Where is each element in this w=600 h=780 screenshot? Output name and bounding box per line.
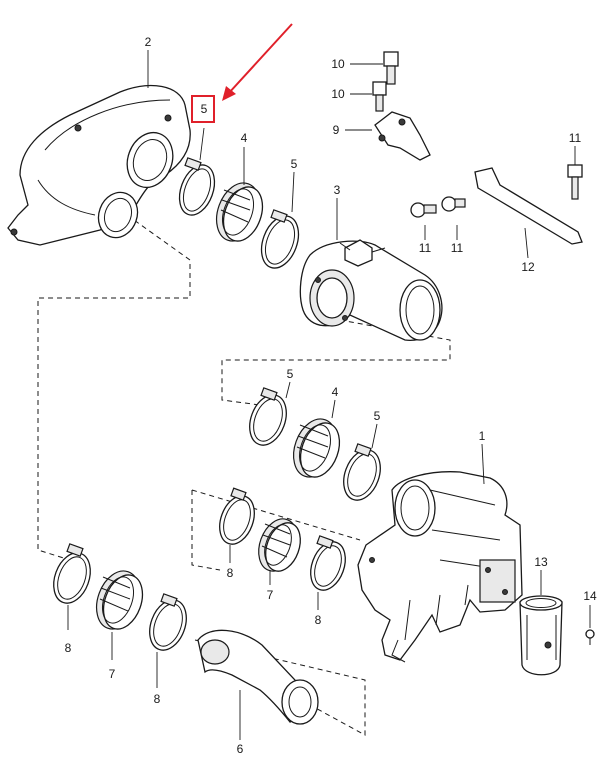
callout-8-inner-right: 8	[315, 613, 322, 627]
bolts-part-11-left	[410, 196, 466, 240]
highlight-box	[191, 95, 215, 123]
hose-clamp-part-8-inner-right	[310, 535, 346, 610]
callout-14: 14	[583, 589, 597, 603]
callout-8-inner-left: 8	[227, 566, 234, 580]
callout-13: 13	[534, 555, 548, 569]
callout-3: 3	[334, 183, 341, 197]
hose-clamp-part-8-lower-right	[149, 593, 187, 688]
callout-8-lower-right: 8	[154, 692, 161, 706]
coupling-part-4-row2	[292, 399, 341, 478]
callout-2: 2	[145, 35, 152, 49]
callout-11-mid: 11	[451, 241, 464, 255]
assembly-dashed-lines	[37, 209, 451, 736]
bolts-part-10	[350, 51, 399, 112]
callout-11-left: 11	[419, 241, 432, 255]
callout-4-upper: 4	[241, 131, 248, 145]
callout-11-right: 11	[569, 131, 582, 145]
callout-5-row2-right: 5	[374, 409, 381, 423]
callout-10-bottom: 10	[331, 87, 345, 101]
hose-clamp-part-5-mid	[260, 171, 300, 269]
callout-7-lower: 7	[109, 667, 116, 681]
strip-bracket-part-12	[474, 167, 583, 259]
hose-clamp-part-5-row2-right	[343, 423, 381, 501]
bracket-part-9	[345, 111, 431, 161]
coupling-part-4-upper	[215, 147, 264, 242]
highlight-arrow-line	[227, 23, 293, 95]
hose-clamp-part-8-lower-left	[53, 543, 91, 630]
callout-6: 6	[237, 742, 244, 756]
callout-1: 1	[479, 429, 486, 443]
highlight-annotation	[191, 23, 293, 123]
callout-5-highlighted: 5	[201, 102, 208, 116]
callout-7-inner: 7	[267, 588, 274, 602]
throttle-body-part-3	[299, 198, 443, 341]
hose-clamp-part-8-inner-left	[219, 487, 255, 563]
intake-manifold-part-1	[357, 443, 523, 663]
intake-duct-part-2	[7, 50, 191, 246]
callout-12: 12	[521, 260, 535, 274]
hose-clamp-part-5-upper	[178, 127, 216, 216]
screw-part-14	[585, 605, 595, 645]
coupling-part-7-inner	[258, 518, 301, 585]
callout-labels: 2 5 4 5 3 10 10 9 11 11 11 12 5 4 5 1 8 …	[65, 35, 597, 756]
callout-5-upper: 5	[291, 157, 298, 171]
coupling-part-7-lower	[95, 570, 144, 660]
highlight-arrow-head	[222, 86, 236, 101]
callout-5-row2-left: 5	[287, 367, 294, 381]
elbow-hose-part-6	[197, 629, 319, 740]
callout-10-top: 10	[331, 57, 345, 71]
canister-part-13	[519, 570, 563, 676]
bolt-part-11-right	[567, 146, 583, 200]
callout-4-row2: 4	[332, 385, 339, 399]
callout-9: 9	[333, 123, 340, 137]
callout-8-lower-left: 8	[65, 641, 72, 655]
hose-clamp-part-5-row2-left	[249, 381, 291, 446]
